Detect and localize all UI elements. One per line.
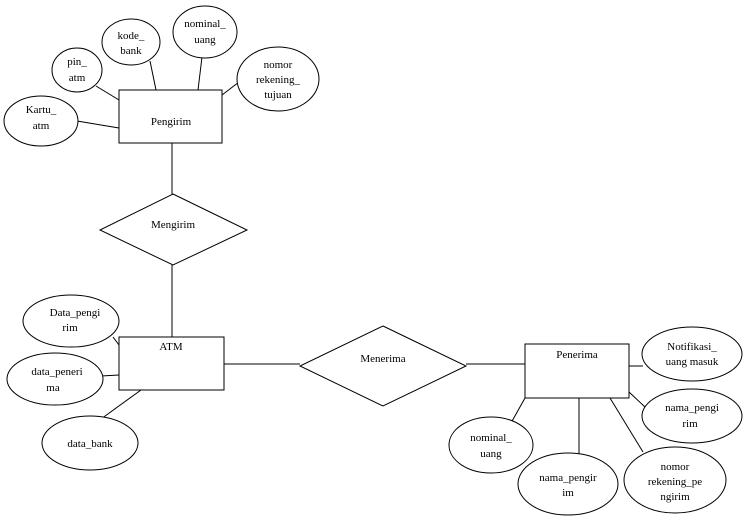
connector-data-pengirim bbox=[112, 336, 120, 346]
connector-nomor-rekening-tujuan bbox=[221, 81, 240, 96]
attribute-data-bank-line-1: data_bank bbox=[67, 438, 113, 450]
connector-nomor-rekening-pengirim bbox=[609, 397, 644, 453]
connector-kode-bank bbox=[149, 60, 157, 91]
attribute-nama-pengirim-right-line-1: nama_pengi bbox=[665, 402, 719, 414]
entity-pengirim[interactable]: Pengirim bbox=[118, 89, 223, 144]
attribute-nominal-uang-penerima-line-1: nominal_ bbox=[470, 432, 512, 444]
entity-penerima[interactable]: Penerima bbox=[524, 343, 630, 399]
attribute-pin-atm-line-1: pin_ bbox=[67, 56, 87, 68]
connectors bbox=[76, 56, 646, 454]
entity-atm[interactable]: ATM bbox=[118, 336, 225, 391]
attribute-data-bank[interactable]: data_bank bbox=[41, 415, 139, 471]
attribute-nama-pengirim-bottom[interactable]: nama_pengir im bbox=[517, 452, 619, 516]
entity-atm-label: ATM bbox=[159, 341, 182, 353]
attribute-nominal-uang-pengirim[interactable]: nominal_ uang bbox=[172, 5, 238, 59]
connector-nominal-uang-pengirim bbox=[197, 56, 203, 91]
attribute-notifikasi-uang-masuk[interactable]: Notifikasi_ uang masuk bbox=[641, 326, 743, 382]
connector-pin-atm bbox=[95, 85, 120, 101]
attribute-nomor-rekening-pengirim-line-1: nomor bbox=[661, 461, 690, 473]
entity-penerima-label: Penerima bbox=[556, 349, 598, 361]
attribute-kartu-atm-line-2: atm bbox=[33, 120, 50, 132]
attribute-data-penerima-line-2: ma bbox=[46, 382, 60, 394]
attribute-nomor-rekening-tujuan[interactable]: nomor rekening_ tujuan bbox=[236, 46, 320, 112]
attribute-nominal-uang-penerima[interactable]: nominal_ uang bbox=[448, 416, 534, 474]
attribute-kartu-atm[interactable]: Kartu_ atm bbox=[3, 95, 79, 147]
attribute-nomor-rekening-tujuan-line-1: nomor bbox=[264, 59, 293, 71]
relationship-menerima[interactable]: Menerima bbox=[298, 325, 468, 407]
attribute-kartu-atm-line-1: Kartu_ bbox=[26, 104, 57, 116]
relationship-mengirim-label: Mengirim bbox=[151, 219, 195, 231]
attribute-kode-bank[interactable]: kode_ bank bbox=[101, 18, 161, 66]
relationship-menerima-label: Menerima bbox=[360, 353, 405, 365]
attribute-nama-pengirim-right-line-2: rim bbox=[682, 418, 698, 430]
attribute-data-penerima-line-1: data_peneri bbox=[31, 366, 82, 378]
attribute-nomor-rekening-tujuan-line-2: rekening_ bbox=[256, 74, 300, 86]
attribute-nominal-uang-pengirim-line-2: uang bbox=[194, 34, 216, 46]
attribute-pin-atm[interactable]: pin_ atm bbox=[51, 47, 103, 93]
attribute-pin-atm-line-2: atm bbox=[69, 72, 86, 84]
entity-pengirim-label: Pengirim bbox=[151, 116, 192, 128]
attribute-nama-pengirim-right[interactable]: nama_pengi rim bbox=[641, 388, 743, 444]
attribute-kode-bank-line-2: bank bbox=[120, 45, 142, 57]
attribute-notifikasi-uang-masuk-line-2: uang masuk bbox=[666, 356, 719, 368]
attribute-data-penerima[interactable]: data_peneri ma bbox=[6, 352, 104, 406]
attribute-nama-pengirim-bottom-line-2: im bbox=[562, 487, 574, 499]
connector-data-penerima bbox=[100, 374, 120, 377]
connector-nominal-uang-penerima bbox=[510, 397, 526, 424]
attribute-notifikasi-uang-masuk-line-1: Notifikasi_ bbox=[667, 341, 717, 353]
connector-kartu-atm bbox=[76, 120, 120, 129]
attribute-nomor-rekening-pengirim-line-3: ngirim bbox=[660, 491, 690, 503]
attribute-nama-pengirim-bottom-line-1: nama_pengir bbox=[539, 472, 597, 484]
attribute-nomor-rekening-pengirim[interactable]: nomor rekening_pe ngirim bbox=[623, 446, 727, 514]
attribute-data-pengirim-line-2: rim bbox=[62, 322, 78, 334]
attribute-data-pengirim[interactable]: Data_pengi rim bbox=[22, 294, 120, 348]
attribute-kode-bank-line-1: kode_ bbox=[118, 30, 145, 42]
attribute-nomor-rekening-tujuan-line-3: tujuan bbox=[264, 89, 292, 101]
connector-data-bank bbox=[100, 389, 142, 420]
attribute-nomor-rekening-pengirim-line-2: rekening_pe bbox=[648, 476, 702, 488]
relationship-mengirim[interactable]: Mengirim bbox=[98, 193, 249, 266]
attribute-nominal-uang-penerima-line-2: uang bbox=[480, 448, 502, 460]
attribute-nominal-uang-pengirim-line-1: nominal_ bbox=[184, 18, 226, 30]
attribute-data-pengirim-line-1: Data_pengi bbox=[50, 307, 101, 319]
connector-nama-pengirim-right bbox=[628, 391, 646, 408]
